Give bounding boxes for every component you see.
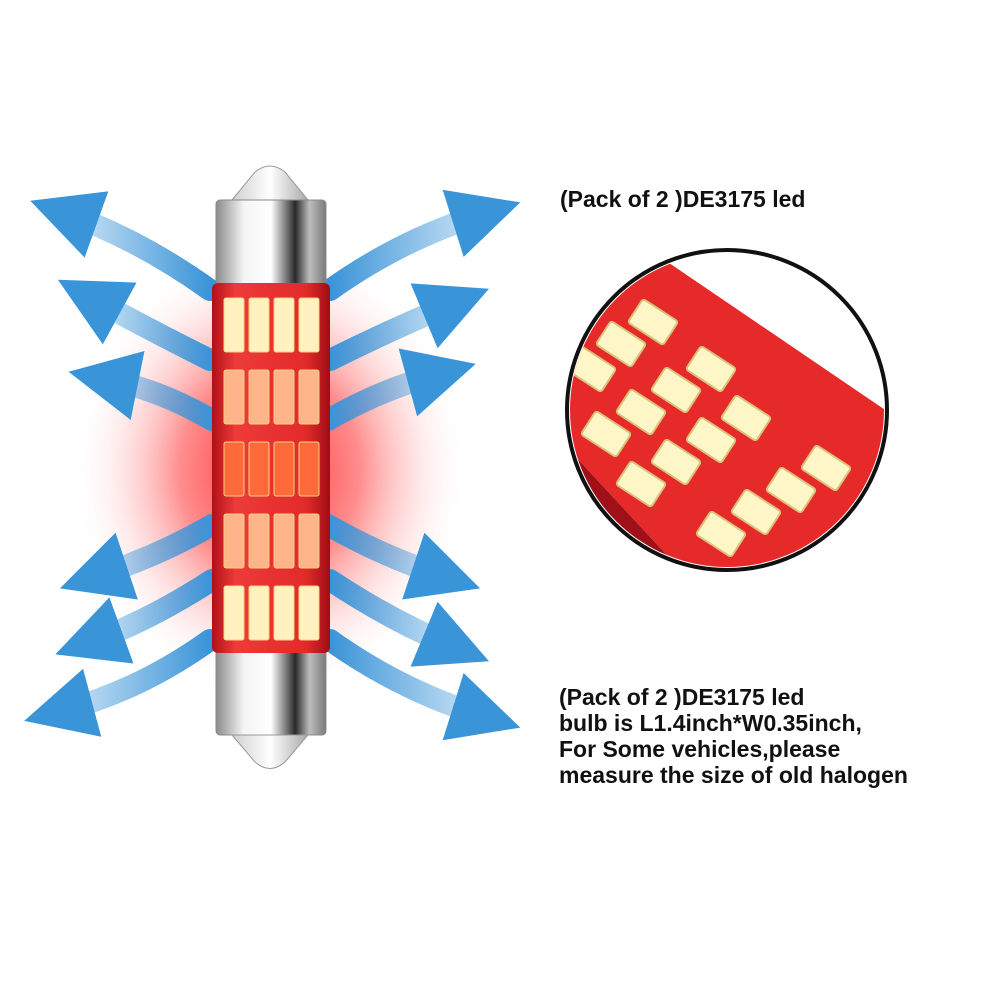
led-chip — [223, 585, 245, 641]
led-chip-array — [223, 297, 320, 641]
led-chip — [248, 585, 270, 641]
led-chip — [273, 369, 295, 425]
zoom-led-chip — [627, 298, 679, 346]
led-chip — [273, 441, 295, 497]
description-line: bulb is L1.4inch*W0.35inch, — [559, 710, 862, 736]
led-chip — [248, 441, 270, 497]
led-chip — [223, 513, 245, 569]
led-chip — [248, 513, 270, 569]
zoom-led-chip — [615, 388, 667, 436]
zoom-led-chip — [720, 394, 772, 442]
bulb-top-cap — [215, 165, 327, 286]
zoom-led-chip — [800, 444, 852, 492]
light-direction-arrow-icon — [24, 191, 223, 737]
zoom-led-chip — [730, 488, 782, 536]
zoom-led-chip — [595, 320, 647, 368]
zoom-led-chip — [615, 460, 667, 508]
zoom-led-chip — [650, 438, 702, 486]
led-chip — [248, 297, 270, 353]
led-chip — [273, 585, 295, 641]
led-chip — [298, 585, 320, 641]
zoom-led-chip — [685, 345, 737, 393]
zoom-led-chips — [570, 298, 852, 558]
description-caption: (Pack of 2 )DE3175 led bulb is L1.4inch*… — [559, 684, 989, 788]
zoom-led-chip — [650, 366, 702, 414]
zoom-led-chip — [765, 466, 817, 514]
description-line: measure the size of old halogen — [559, 762, 908, 788]
led-chip — [298, 369, 320, 425]
description-line: For Some vehicles,please — [559, 736, 841, 762]
description-line: (Pack of 2 )DE3175 led — [559, 684, 805, 710]
led-chip — [298, 513, 320, 569]
led-chip — [298, 297, 320, 353]
led-chip — [273, 513, 295, 569]
led-chip — [273, 297, 295, 353]
zoom-led-chip — [685, 416, 737, 464]
bulb-bottom-cap — [215, 649, 327, 769]
led-chip — [248, 369, 270, 425]
led-chip — [223, 441, 245, 497]
zoom-detail-circle — [565, 248, 889, 572]
light-direction-arrow-icon — [317, 189, 521, 741]
zoom-led-chip — [695, 510, 747, 558]
led-chip — [223, 369, 245, 425]
led-chip — [298, 441, 320, 497]
led-chip — [223, 297, 245, 353]
headline-caption: (Pack of 2 )DE3175 led — [560, 186, 806, 212]
zoom-led-chip — [580, 410, 632, 458]
